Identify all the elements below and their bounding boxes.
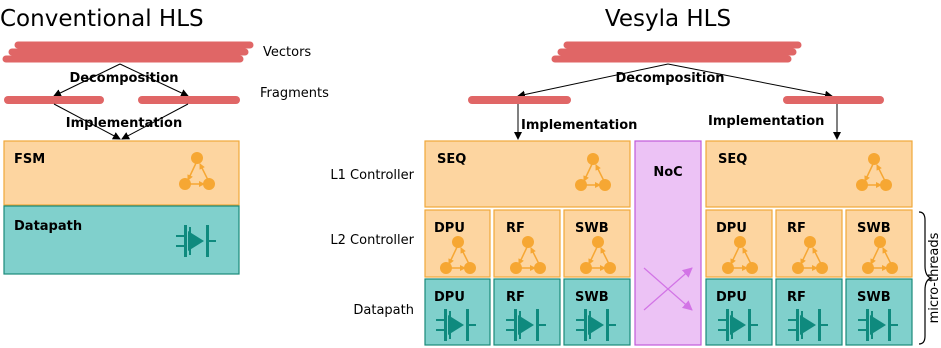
implementation-label-right-a: Implementation	[521, 118, 637, 133]
vectors-label: Vectors	[263, 45, 311, 60]
dpu-ctrl-label-right: DPU	[716, 221, 747, 236]
title-conventional-hls: Conventional HLS	[0, 6, 204, 32]
datapath-label-left: Datapath	[14, 219, 82, 234]
l2-controllers-left: DPU RF SWB	[424, 209, 631, 278]
row-label-datapath: Datapath	[353, 303, 414, 318]
dpu-dp-label-left: DPU	[434, 290, 465, 305]
swb-ctrl-label-left: SWB	[575, 221, 609, 236]
noc-block: NoC	[634, 140, 702, 346]
rf-ctrl-label-left: RF	[506, 221, 525, 236]
noc-arrow-down	[643, 267, 693, 311]
seq-block-right: SEQ	[705, 140, 913, 208]
datapath-blocks-left: DPU RF SWB	[424, 278, 631, 346]
seq-label-left: SEQ	[437, 152, 466, 167]
swb-ctrl-label-right: SWB	[857, 221, 891, 236]
swb-dp-label-left: SWB	[575, 290, 609, 305]
datapath-blocks-right: DPU RF SWB	[705, 278, 913, 346]
micro-threads-label: micro-threads	[927, 232, 941, 323]
row-label-l2: L2 Controller	[330, 233, 414, 248]
dpu-ctrl-label-left: DPU	[434, 221, 465, 236]
fsm-label: FSM	[14, 152, 45, 167]
fragments-label: Fragments	[260, 86, 329, 101]
seq-block-left: SEQ	[424, 140, 631, 208]
vectors-stack-left	[2, 41, 254, 63]
decomposition-label-right: Decomposition	[615, 71, 724, 86]
decomposition-arrows-left	[53, 63, 189, 97]
title-vesyla-hls: Vesyla HLS	[605, 6, 731, 32]
implementation-arrows-left	[53, 103, 189, 140]
implementation-arrows-right	[514, 104, 841, 140]
fsm-block: FSM	[3, 140, 240, 206]
vectors-stack-right	[551, 41, 802, 63]
swb-dp-label-right: SWB	[857, 290, 891, 305]
dpu-dp-label-right: DPU	[716, 290, 747, 305]
seq-label-right: SEQ	[718, 152, 747, 167]
noc-label: NoC	[653, 165, 682, 180]
decomposition-arrows-right	[517, 63, 833, 99]
decomposition-label-left: Decomposition	[69, 71, 178, 86]
implementation-label-right-b: Implementation	[708, 114, 824, 129]
datapath-block-left: Datapath	[3, 205, 240, 275]
implementation-label-left: Implementation	[66, 116, 182, 131]
rf-dp-label-left: RF	[506, 290, 525, 305]
micro-threads-brace	[918, 211, 933, 345]
row-label-l1: L1 Controller	[330, 168, 414, 183]
rf-dp-label-right: RF	[787, 290, 806, 305]
rf-ctrl-label-right: RF	[787, 221, 806, 236]
l2-controllers-right: DPU RF SWB	[705, 209, 913, 278]
